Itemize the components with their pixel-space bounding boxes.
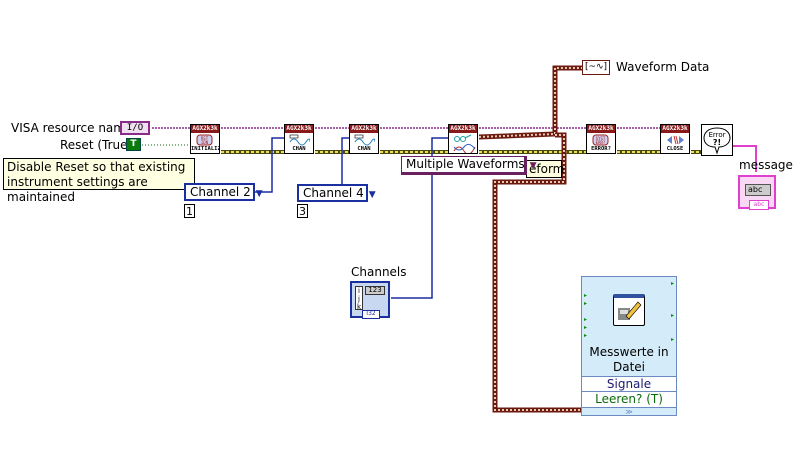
dropdown-arrow-icon: ▼	[368, 190, 376, 200]
subvi-footer: CLOSE	[666, 146, 684, 152]
configure-channel-subvi-2[interactable]: AGX2k3k CHAN	[349, 124, 379, 154]
read-waveforms-subvi[interactable]: AGX2k3k	[448, 124, 478, 154]
waveform-icon: [~∿]	[584, 62, 608, 72]
ring-value: Channel 2	[190, 185, 251, 199]
svg-text:?!: ?!	[713, 138, 721, 147]
svg-text:IDN: IDN	[201, 140, 209, 145]
channels-label: Channels	[351, 265, 407, 279]
waveform-wire	[478, 65, 582, 413]
visa-resource-control[interactable]: I/O	[120, 121, 150, 135]
index-j: j	[358, 295, 360, 303]
subvi-footer: INITIALIZE	[191, 146, 219, 152]
read-mode-ring[interactable]: Multiple Waveforms ▼	[401, 156, 537, 175]
visa-resource-label: VISA resource name	[11, 121, 133, 135]
reset-control[interactable]: T	[126, 138, 141, 151]
subvi-header: AGX2k3k	[350, 125, 378, 133]
channel-4-index: 3	[297, 204, 308, 218]
simple-error-handler[interactable]: Error ?!	[701, 124, 733, 156]
io-icon: I/O	[126, 123, 144, 133]
subvi-header: AGX2k3k	[191, 125, 219, 133]
boolean-true-icon: T	[130, 139, 137, 149]
comment-note: Disable Reset so that existing instrumen…	[3, 158, 195, 204]
channel-wave-icon	[289, 134, 310, 146]
reset-label: Reset (True)	[60, 138, 133, 152]
string-type-badge: abc	[749, 200, 769, 210]
channel-4-ring[interactable]: Channel 4 ▼	[297, 184, 376, 202]
numeric-icon: 123	[365, 286, 385, 295]
dropdown-arrow-icon: ▼	[255, 189, 263, 199]
title-line-1: Messwerte in	[589, 345, 669, 359]
channels-array-control[interactable]: i j k 123 I32	[350, 281, 390, 319]
input-leeren[interactable]: Leeren? (T)	[582, 392, 676, 408]
string-icon: abc	[745, 184, 771, 196]
subvi-footer: ERROR?	[591, 146, 611, 152]
subvi-header: AGX2k3k	[661, 125, 689, 133]
svg-text:RST: RST	[201, 136, 209, 141]
subvi-header: AGX2k3k	[587, 125, 615, 133]
channel-wave-icon	[354, 134, 375, 146]
message-wire	[733, 145, 757, 172]
subvi-header: AGX2k3k	[449, 125, 477, 133]
index-k: k	[356, 303, 362, 311]
configure-channel-subvi-1[interactable]: AGX2k3k CHAN	[284, 124, 314, 154]
array-index-icon: i j k	[355, 286, 363, 311]
waveform-data-label: Waveform Data	[616, 60, 710, 74]
ring-value: Channel 4	[303, 186, 364, 200]
close-subvi[interactable]: AGX2k3k CLOSE	[660, 124, 690, 154]
svg-text:SYST: SYST	[596, 136, 606, 141]
message-indicator[interactable]: abc abc	[738, 175, 776, 210]
read-mode-tail-label: eform	[526, 160, 564, 178]
terminal-arrows-right: ▸▸▸	[670, 280, 674, 343]
terminal-arrows-left: ▸▸▸▸▸	[584, 292, 588, 339]
write-file-icon	[613, 294, 645, 326]
ring-value: Multiple Waveforms	[406, 157, 525, 171]
close-connection-icon	[667, 135, 684, 145]
read-waveform-icon	[453, 134, 476, 153]
input-signale[interactable]: Signale	[582, 376, 676, 392]
subvi-footer: CHAN	[357, 146, 371, 152]
message-label: message	[739, 158, 793, 172]
subvi-header: AGX2k3k	[285, 125, 313, 133]
write-measurement-file-express-vi[interactable]: Messwerte in Datei schreiben Signale Lee…	[581, 276, 677, 416]
svg-text:ERR?: ERR?	[596, 140, 606, 145]
svg-text:Error: Error	[708, 131, 725, 139]
dropdown-arrow-icon: ▼	[529, 161, 537, 171]
expand-icon[interactable]: ≫	[625, 408, 633, 416]
subvi-footer: CHAN	[292, 146, 306, 152]
waveform-data-indicator[interactable]: [~∿]	[582, 60, 610, 75]
index-i: i	[358, 287, 360, 295]
channel-2-ring[interactable]: Channel 2 ▼	[184, 183, 263, 201]
i32-type-badge: I32	[362, 310, 380, 319]
channel-2-index: 1	[184, 204, 195, 218]
error-speech-bubble-icon: Error ?!	[703, 127, 731, 155]
